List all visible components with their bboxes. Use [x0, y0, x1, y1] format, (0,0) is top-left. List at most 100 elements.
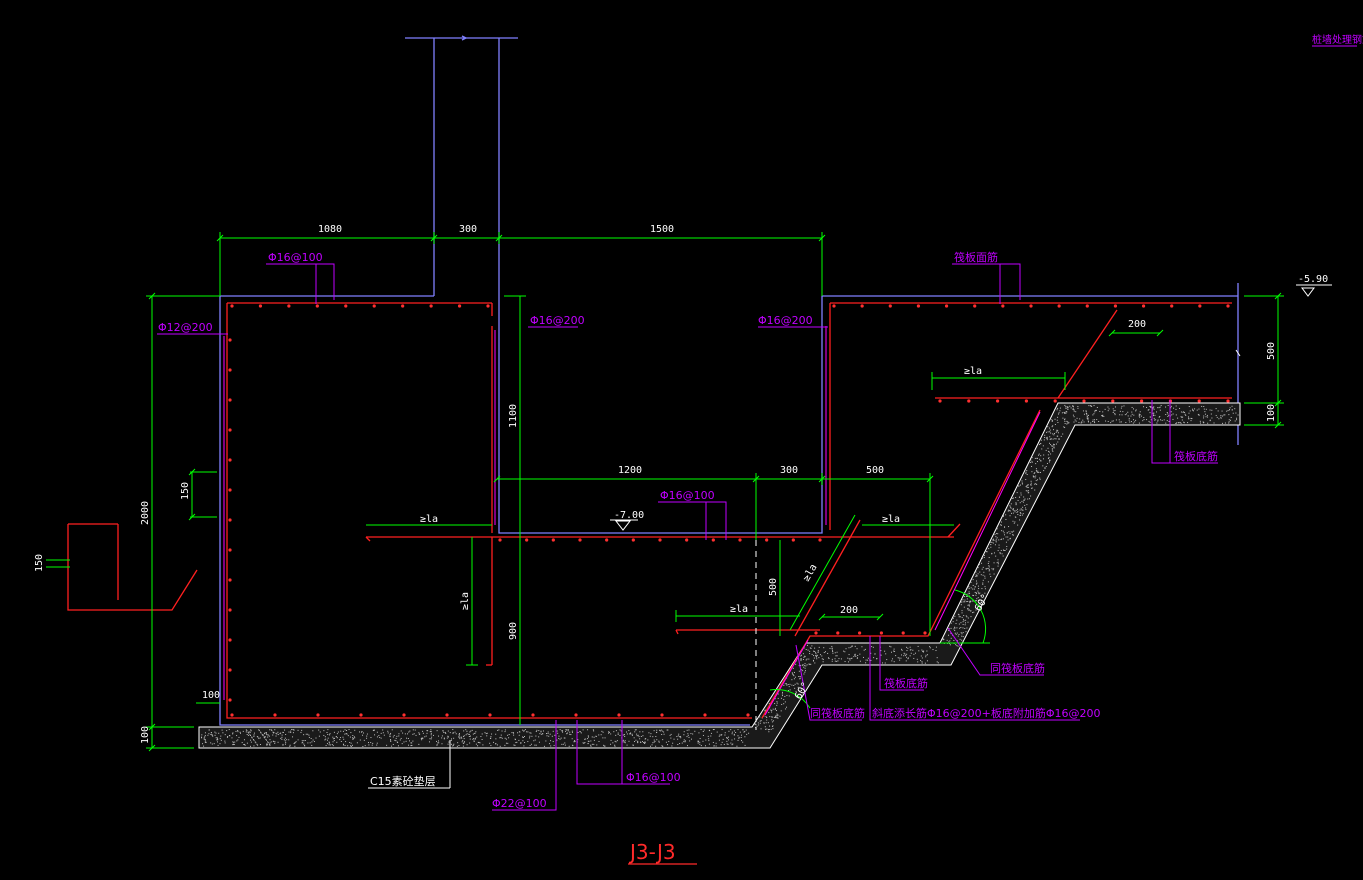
- hatch-speck: [1000, 549, 1002, 551]
- hatch-speck: [970, 616, 972, 618]
- hatch-speck: [699, 741, 701, 743]
- hatch-speck: [390, 739, 392, 741]
- hatch-speck: [472, 738, 474, 740]
- hatch-speck: [327, 734, 329, 736]
- hatch-speck: [722, 738, 724, 740]
- hatch-speck: [1008, 526, 1010, 528]
- hatch-speck: [529, 732, 531, 734]
- hatch-speck: [256, 736, 258, 738]
- hatch-speck: [1078, 422, 1080, 424]
- hatch-speck: [1006, 548, 1008, 550]
- hatch-speck: [699, 738, 701, 740]
- hatch-speck: [772, 708, 774, 710]
- hatch-speck: [282, 743, 284, 745]
- hatch-speck: [493, 741, 495, 743]
- hatch-speck: [972, 612, 974, 614]
- hatch-speck: [1165, 422, 1167, 424]
- hatch-speck: [340, 730, 342, 732]
- hatch-speck: [1034, 457, 1036, 459]
- hatch-speck: [783, 703, 785, 705]
- hatch-speck: [859, 660, 861, 662]
- hatch-speck: [744, 736, 746, 738]
- hatch-speck: [474, 737, 476, 739]
- hatch-speck: [368, 744, 370, 746]
- hatch-speck: [1065, 406, 1067, 408]
- hatch-speck: [960, 622, 962, 624]
- hatch-speck: [1192, 410, 1194, 412]
- hatch-speck: [527, 741, 529, 743]
- hatch-speck: [246, 730, 248, 732]
- hatch-speck: [721, 729, 723, 731]
- elevation-markers: [610, 284, 1332, 531]
- hatch-speck: [1051, 445, 1053, 447]
- hatch-speck: [1138, 413, 1140, 415]
- hatch-speck: [1121, 414, 1123, 416]
- hatch-speck: [1135, 410, 1137, 412]
- hatch-speck: [463, 738, 465, 740]
- hatch-speck: [1064, 418, 1066, 420]
- hatch-speck: [850, 646, 852, 648]
- hatch-speck: [1056, 429, 1058, 431]
- hatch-speck: [1049, 436, 1051, 438]
- hatch-speck: [801, 669, 803, 671]
- dim-mid-3: 500: [866, 465, 884, 476]
- hatch-speck: [284, 740, 286, 742]
- hatch-speck: [810, 647, 812, 649]
- hatch-speck: [550, 745, 552, 747]
- rebar-dot: [888, 304, 892, 308]
- hatch-speck: [799, 678, 801, 680]
- hatch-speck: [1194, 408, 1196, 410]
- hatch-speck: [849, 659, 851, 661]
- hatch-speck: [788, 695, 790, 697]
- hatch-speck: [759, 716, 761, 718]
- hatch-speck: [201, 736, 203, 738]
- hatch-speck: [948, 629, 950, 631]
- hatch-speck: [718, 739, 720, 741]
- hatch-speck: [1197, 413, 1199, 415]
- hatch-speck: [629, 733, 631, 735]
- hatch-speck: [228, 729, 230, 731]
- hatch-speck: [660, 729, 662, 731]
- hatch-speck: [1048, 451, 1050, 453]
- hatch-speck: [804, 665, 806, 667]
- hatch-speck: [964, 624, 966, 626]
- hatch-speck: [264, 737, 266, 739]
- hatch-speck: [984, 592, 986, 594]
- hatch-speck: [329, 742, 331, 744]
- hatch-speck: [1003, 549, 1005, 551]
- hatch-speck: [592, 729, 594, 731]
- rebar-dot: [230, 304, 234, 308]
- hatch-speck: [565, 730, 567, 732]
- hatch-speck: [777, 697, 779, 699]
- hatch-speck: [1086, 413, 1088, 415]
- hatch-speck: [1177, 422, 1179, 424]
- hatch-speck: [414, 729, 416, 731]
- hatch-speck: [963, 596, 965, 598]
- hatch-speck: [1120, 421, 1122, 423]
- hatch-speck: [770, 728, 772, 730]
- hatch-speck: [1036, 471, 1038, 473]
- hatch-speck: [256, 743, 258, 745]
- hatch-speck: [870, 652, 872, 654]
- rebar-dot: [631, 538, 635, 542]
- hatch-speck: [1036, 457, 1038, 459]
- dim-bottom-100-b: 100: [202, 690, 220, 701]
- hatch-speck: [1155, 419, 1157, 421]
- hatch-speck: [1037, 471, 1039, 473]
- hatch-speck: [950, 622, 952, 624]
- hatch-speck: [583, 742, 585, 744]
- hatch-speck: [522, 736, 524, 738]
- hatch-speck: [1052, 433, 1054, 435]
- hatch-speck: [1152, 407, 1154, 409]
- hatch-speck: [366, 735, 368, 737]
- hatch-speck: [996, 528, 998, 530]
- hatch-speck: [968, 605, 970, 607]
- hatch-speck: [802, 665, 804, 667]
- hatch-speck: [208, 729, 210, 731]
- hatch-speck: [308, 736, 310, 738]
- hatch-speck: [698, 732, 700, 734]
- hatch-speck: [922, 651, 924, 653]
- hatch-speck: [1180, 416, 1182, 418]
- hatch-speck: [224, 734, 226, 736]
- hatch-speck: [227, 736, 229, 738]
